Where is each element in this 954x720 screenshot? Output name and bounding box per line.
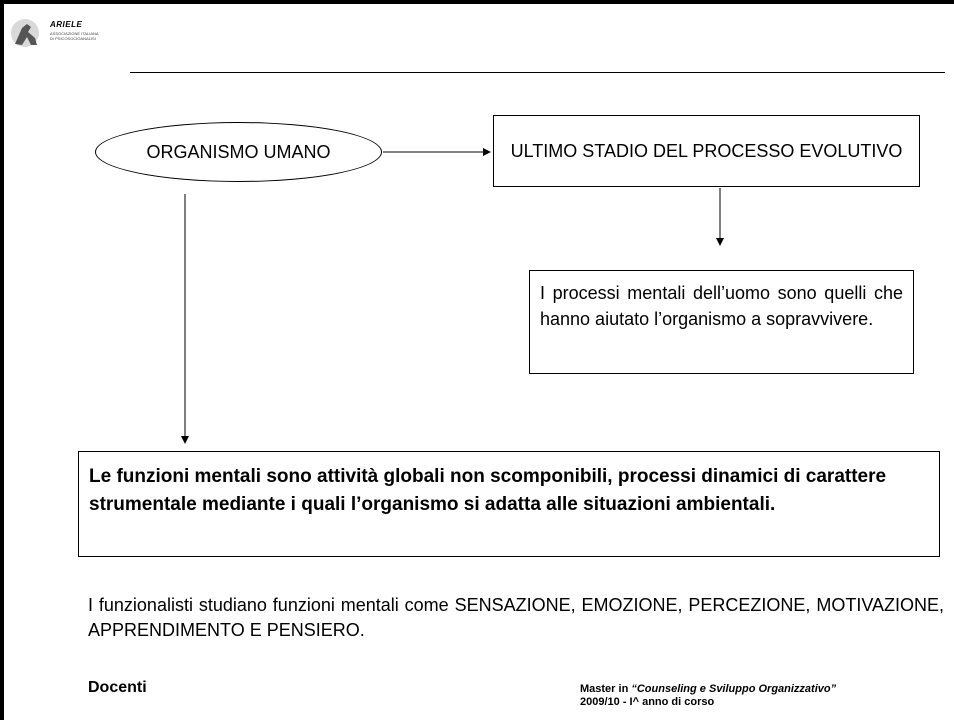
ariele-logo: ARIELE ASSOCIAZIONE ITALIANA DI PSICOSOC… bbox=[10, 18, 120, 58]
slide-border-top bbox=[0, 0, 954, 4]
body-paragraph: I funzionalisti studiano funzioni mental… bbox=[88, 595, 944, 640]
footer-master-line: Master in “Counseling e Sviluppo Organiz… bbox=[580, 683, 836, 696]
footer-master-course: “Counseling e Sviluppo Organizzativo” bbox=[631, 683, 837, 695]
logo-subtitle-line2: DI PSICOSOCIOANALISI bbox=[50, 36, 96, 41]
footer-year-line: 2009/10 - I^ anno di corso bbox=[580, 696, 715, 708]
logo-subtitle-line1: ASSOCIAZIONE ITALIANA bbox=[50, 31, 99, 36]
footer-master-info: Master in “Counseling e Sviluppo Organiz… bbox=[580, 683, 836, 709]
node-organismo-umano: ORGANISMO UMANO bbox=[95, 122, 382, 182]
node-processi-mentali: I processi mentali dell’uomo sono quelli… bbox=[529, 270, 914, 374]
node-organismo-umano-label: ORGANISMO UMANO bbox=[146, 141, 331, 162]
header-rule bbox=[130, 72, 945, 73]
footer-master-prefix: Master in bbox=[580, 683, 632, 695]
logo-name: ARIELE bbox=[50, 20, 83, 29]
slide-border-left bbox=[0, 0, 4, 720]
node-funzioni-mentali-label: Le funzioni mentali sono attività global… bbox=[89, 466, 887, 515]
ariele-logo-icon bbox=[11, 19, 39, 47]
node-processi-mentali-label: I processi mentali dell’uomo sono quelli… bbox=[540, 283, 903, 329]
footer-docenti: Docenti bbox=[88, 679, 147, 696]
node-ultimo-stadio-label: ULTIMO STADIO DEL PROCESSO EVOLUTIVO bbox=[510, 140, 903, 161]
node-funzioni-mentali: Le funzioni mentali sono attività global… bbox=[78, 451, 940, 557]
node-ultimo-stadio: ULTIMO STADIO DEL PROCESSO EVOLUTIVO bbox=[493, 115, 920, 187]
